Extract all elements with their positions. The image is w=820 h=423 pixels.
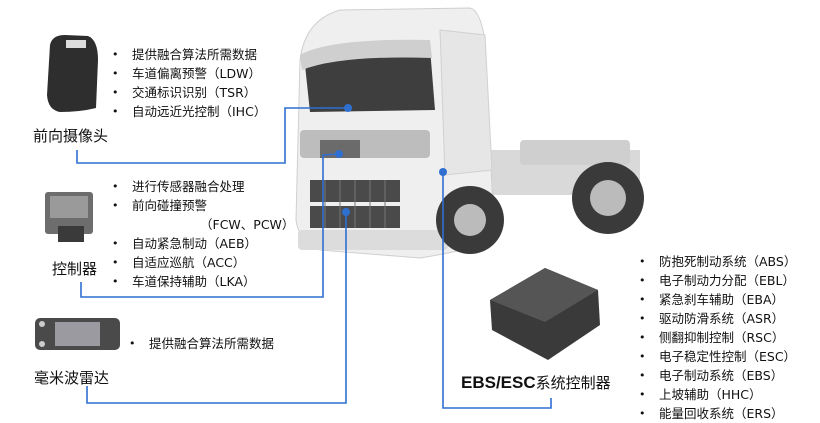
camera-feature: 车道偏离预警（LDW） <box>110 64 266 83</box>
controller-feature: 车道保持辅助（LKA） <box>110 272 294 291</box>
truck <box>295 7 644 259</box>
ebs-connector <box>442 172 552 409</box>
ebs-label: EBS/ESC系统控制器 <box>461 372 611 393</box>
radar-device-image <box>35 318 120 350</box>
ebs-feature: 驱动防滑系统（ASR） <box>637 309 796 328</box>
camera-label: 前向摄像头 <box>33 127 109 145</box>
camera-mount-point <box>344 104 352 112</box>
camera-device-image <box>47 35 98 112</box>
controller-feature-continued: （FCW、PCW） <box>200 217 295 232</box>
radar-feature: 提供融合算法所需数据 <box>127 334 274 353</box>
controller-device-image <box>45 192 93 242</box>
ebs-mount-point <box>439 168 447 176</box>
controller-connector <box>80 153 340 298</box>
camera-feature: 交通标识识别（TSR） <box>110 83 266 102</box>
ebs-feature: 电子制动系统（EBS） <box>637 366 796 385</box>
ebs-feature: 电子稳定性控制（ESC） <box>637 347 796 366</box>
connector-lines <box>76 107 552 409</box>
ebs-feature: 能量回收系统（ERS） <box>637 404 796 423</box>
camera-feature-list: 提供融合算法所需数据 车道偏离预警（LDW） 交通标识识别（TSR） 自动远近光… <box>110 45 266 121</box>
controller-feature: 自适应巡航（ACC） <box>110 253 294 272</box>
ebs-feature: 电子制动力分配（EBL） <box>637 271 796 290</box>
radar-feature-list: 提供融合算法所需数据 <box>127 334 274 353</box>
radar-mount-point <box>342 208 350 216</box>
ebs-feature: 上坡辅助（HHC） <box>637 385 796 404</box>
camera-feature: 提供融合算法所需数据 <box>110 45 266 64</box>
ebs-feature-list: 防抱死制动系统（ABS） 电子制动力分配（EBL） 紧急刹车辅助（EBA） 驱动… <box>637 252 796 423</box>
controller-feature-list: 进行传感器融合处理 前向碰撞预警 （FCW、PCW） 自动紧急制动（AEB） 自… <box>110 177 294 291</box>
controller-feature: 进行传感器融合处理 <box>110 177 294 196</box>
controller-label: 控制器 <box>52 260 98 278</box>
ebs-label-code: EBS/ESC <box>461 373 536 392</box>
controller-feature: 自动紧急制动（AEB） <box>110 234 294 253</box>
ebs-feature: 紧急刹车辅助（EBA） <box>637 290 796 309</box>
camera-connector <box>76 107 348 164</box>
controller-feature: 前向碰撞预警 <box>110 196 294 215</box>
ebs-feature: 防抱死制动系统（ABS） <box>637 252 796 271</box>
radar-connector <box>86 212 347 404</box>
ebs-device-image <box>490 268 600 360</box>
controller-mount-point <box>335 150 343 158</box>
radar-label: 毫米波雷达 <box>34 369 110 387</box>
ebs-label-text: 系统控制器 <box>535 374 611 392</box>
camera-feature: 自动远近光控制（IHC） <box>110 102 266 121</box>
ebs-feature: 侧翻抑制控制（RSC） <box>637 328 796 347</box>
